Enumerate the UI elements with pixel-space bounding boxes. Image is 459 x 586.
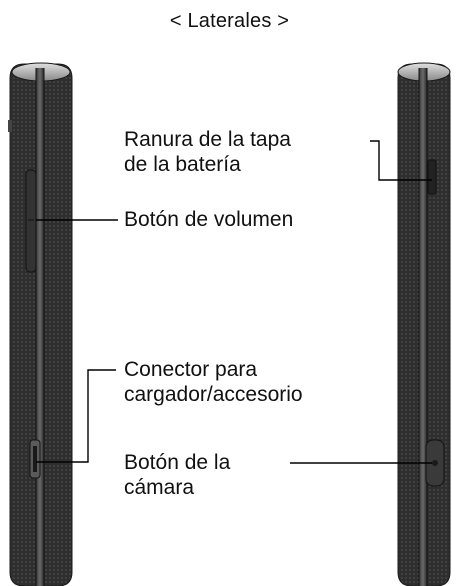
camera-button-label-line1: Botón de la	[124, 451, 231, 474]
camera-button-label-line2: cámara	[124, 476, 195, 499]
right-phone-side	[397, 62, 451, 586]
battery-slot-label-line1: Ranura de la tapa	[124, 128, 291, 151]
leader-lines	[36, 140, 432, 464]
diagram-title: < Laterales >	[169, 10, 290, 32]
battery-slot-label-line2: de la batería	[124, 153, 241, 176]
volume-button-label: Botón de volumen	[124, 208, 294, 231]
connector-label-line1: Conector para	[124, 358, 258, 381]
left-phone-side	[8, 62, 73, 586]
connector-label-line2: cargador/accesorio	[124, 383, 303, 406]
